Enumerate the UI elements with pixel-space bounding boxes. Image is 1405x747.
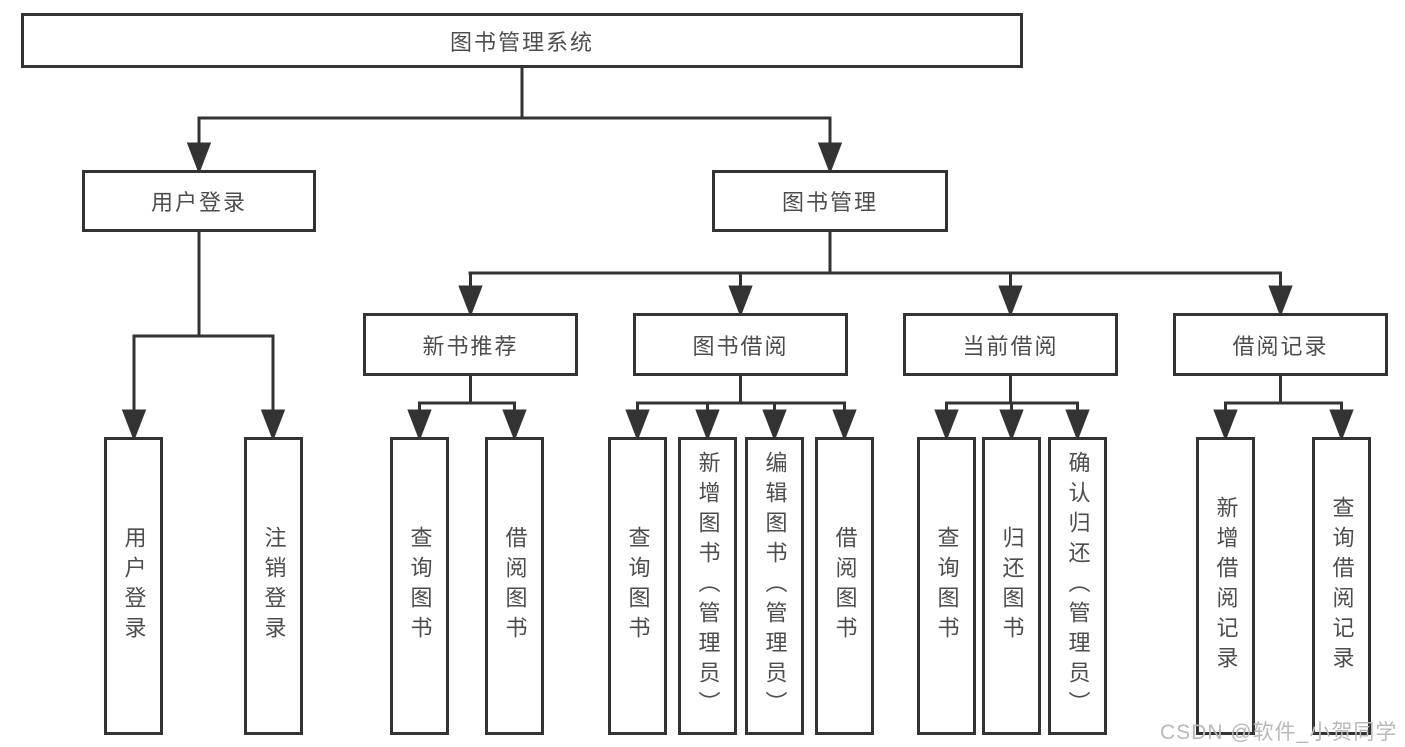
leaf-borrow-add-books-admin-label: 新增图书（管理员） [695,451,721,721]
leaf-record-query-record-label: 查询借阅记录 [1329,496,1355,676]
connector-current-borrow [934,376,1090,442]
node-new-book-recommend: 新书推荐 [363,313,578,376]
node-new-book-recommend-label: 新书推荐 [422,333,519,359]
node-root-label: 图书管理系统 [449,29,594,55]
leaf-current-confirm-return-admin: 确认归还（管理员） [1048,437,1107,735]
connector-borrow-record [1213,376,1354,442]
leaf-user-login-label: 用户登录 [121,526,147,646]
leaf-record-query-record: 查询借阅记录 [1312,437,1371,735]
node-book-management-label: 图书管理 [781,190,878,215]
leaf-newbook-query-books: 查询图书 [390,437,449,735]
connector-user-login [121,232,286,442]
leaf-newbook-query-books-label: 查询图书 [407,526,433,646]
leaf-borrow-query-books-label: 查询图书 [625,526,651,646]
leaf-borrow-edit-books-admin: 编辑图书（管理员） [745,437,804,735]
leaf-record-add-record: 新增借阅记录 [1196,437,1255,735]
node-borrow-record: 借阅记录 [1173,313,1388,376]
node-book-borrow: 图书借阅 [633,313,848,376]
node-current-borrow: 当前借阅 [903,313,1118,376]
leaf-newbook-borrow-books: 借阅图书 [485,437,544,735]
leaf-borrow-edit-books-admin-label: 编辑图书（管理员） [762,451,788,721]
leaf-current-query-books-label: 查询图书 [934,526,960,646]
leaf-current-return-books-label: 归还图书 [999,526,1025,646]
leaf-user-login: 用户登录 [104,437,163,735]
leaf-borrow-borrow-books-label: 借阅图书 [832,526,858,646]
node-borrow-record-label: 借阅记录 [1232,333,1329,359]
leaf-current-return-books: 归还图书 [982,437,1041,735]
leaf-logout: 注销登录 [244,437,303,735]
node-user-login-label: 用户登录 [150,190,247,215]
leaf-borrow-borrow-books: 借阅图书 [815,437,874,735]
connector-book-management [458,232,1293,318]
connector-root [186,68,843,175]
connector-book-borrow [625,376,857,442]
node-current-borrow-label: 当前借阅 [962,333,1059,359]
node-user-login: 用户登录 [82,170,316,232]
leaf-current-query-books: 查询图书 [917,437,976,735]
leaf-logout-label: 注销登录 [261,526,287,646]
node-root: 图书管理系统 [21,13,1023,68]
leaf-newbook-borrow-books-label: 借阅图书 [502,526,528,646]
node-book-borrow-label: 图书借阅 [692,333,789,359]
leaf-borrow-add-books-admin: 新增图书（管理员） [678,437,737,735]
leaf-current-confirm-return-admin-label: 确认归还（管理员） [1065,451,1091,721]
leaf-borrow-query-books: 查询图书 [608,437,667,735]
leaf-record-add-record-label: 新增借阅记录 [1213,496,1239,676]
node-book-management: 图书管理 [712,170,948,232]
csdn-watermark: CSDN @软件_小贺同学 [1160,721,1398,744]
connector-new-book-recommend [407,376,527,442]
